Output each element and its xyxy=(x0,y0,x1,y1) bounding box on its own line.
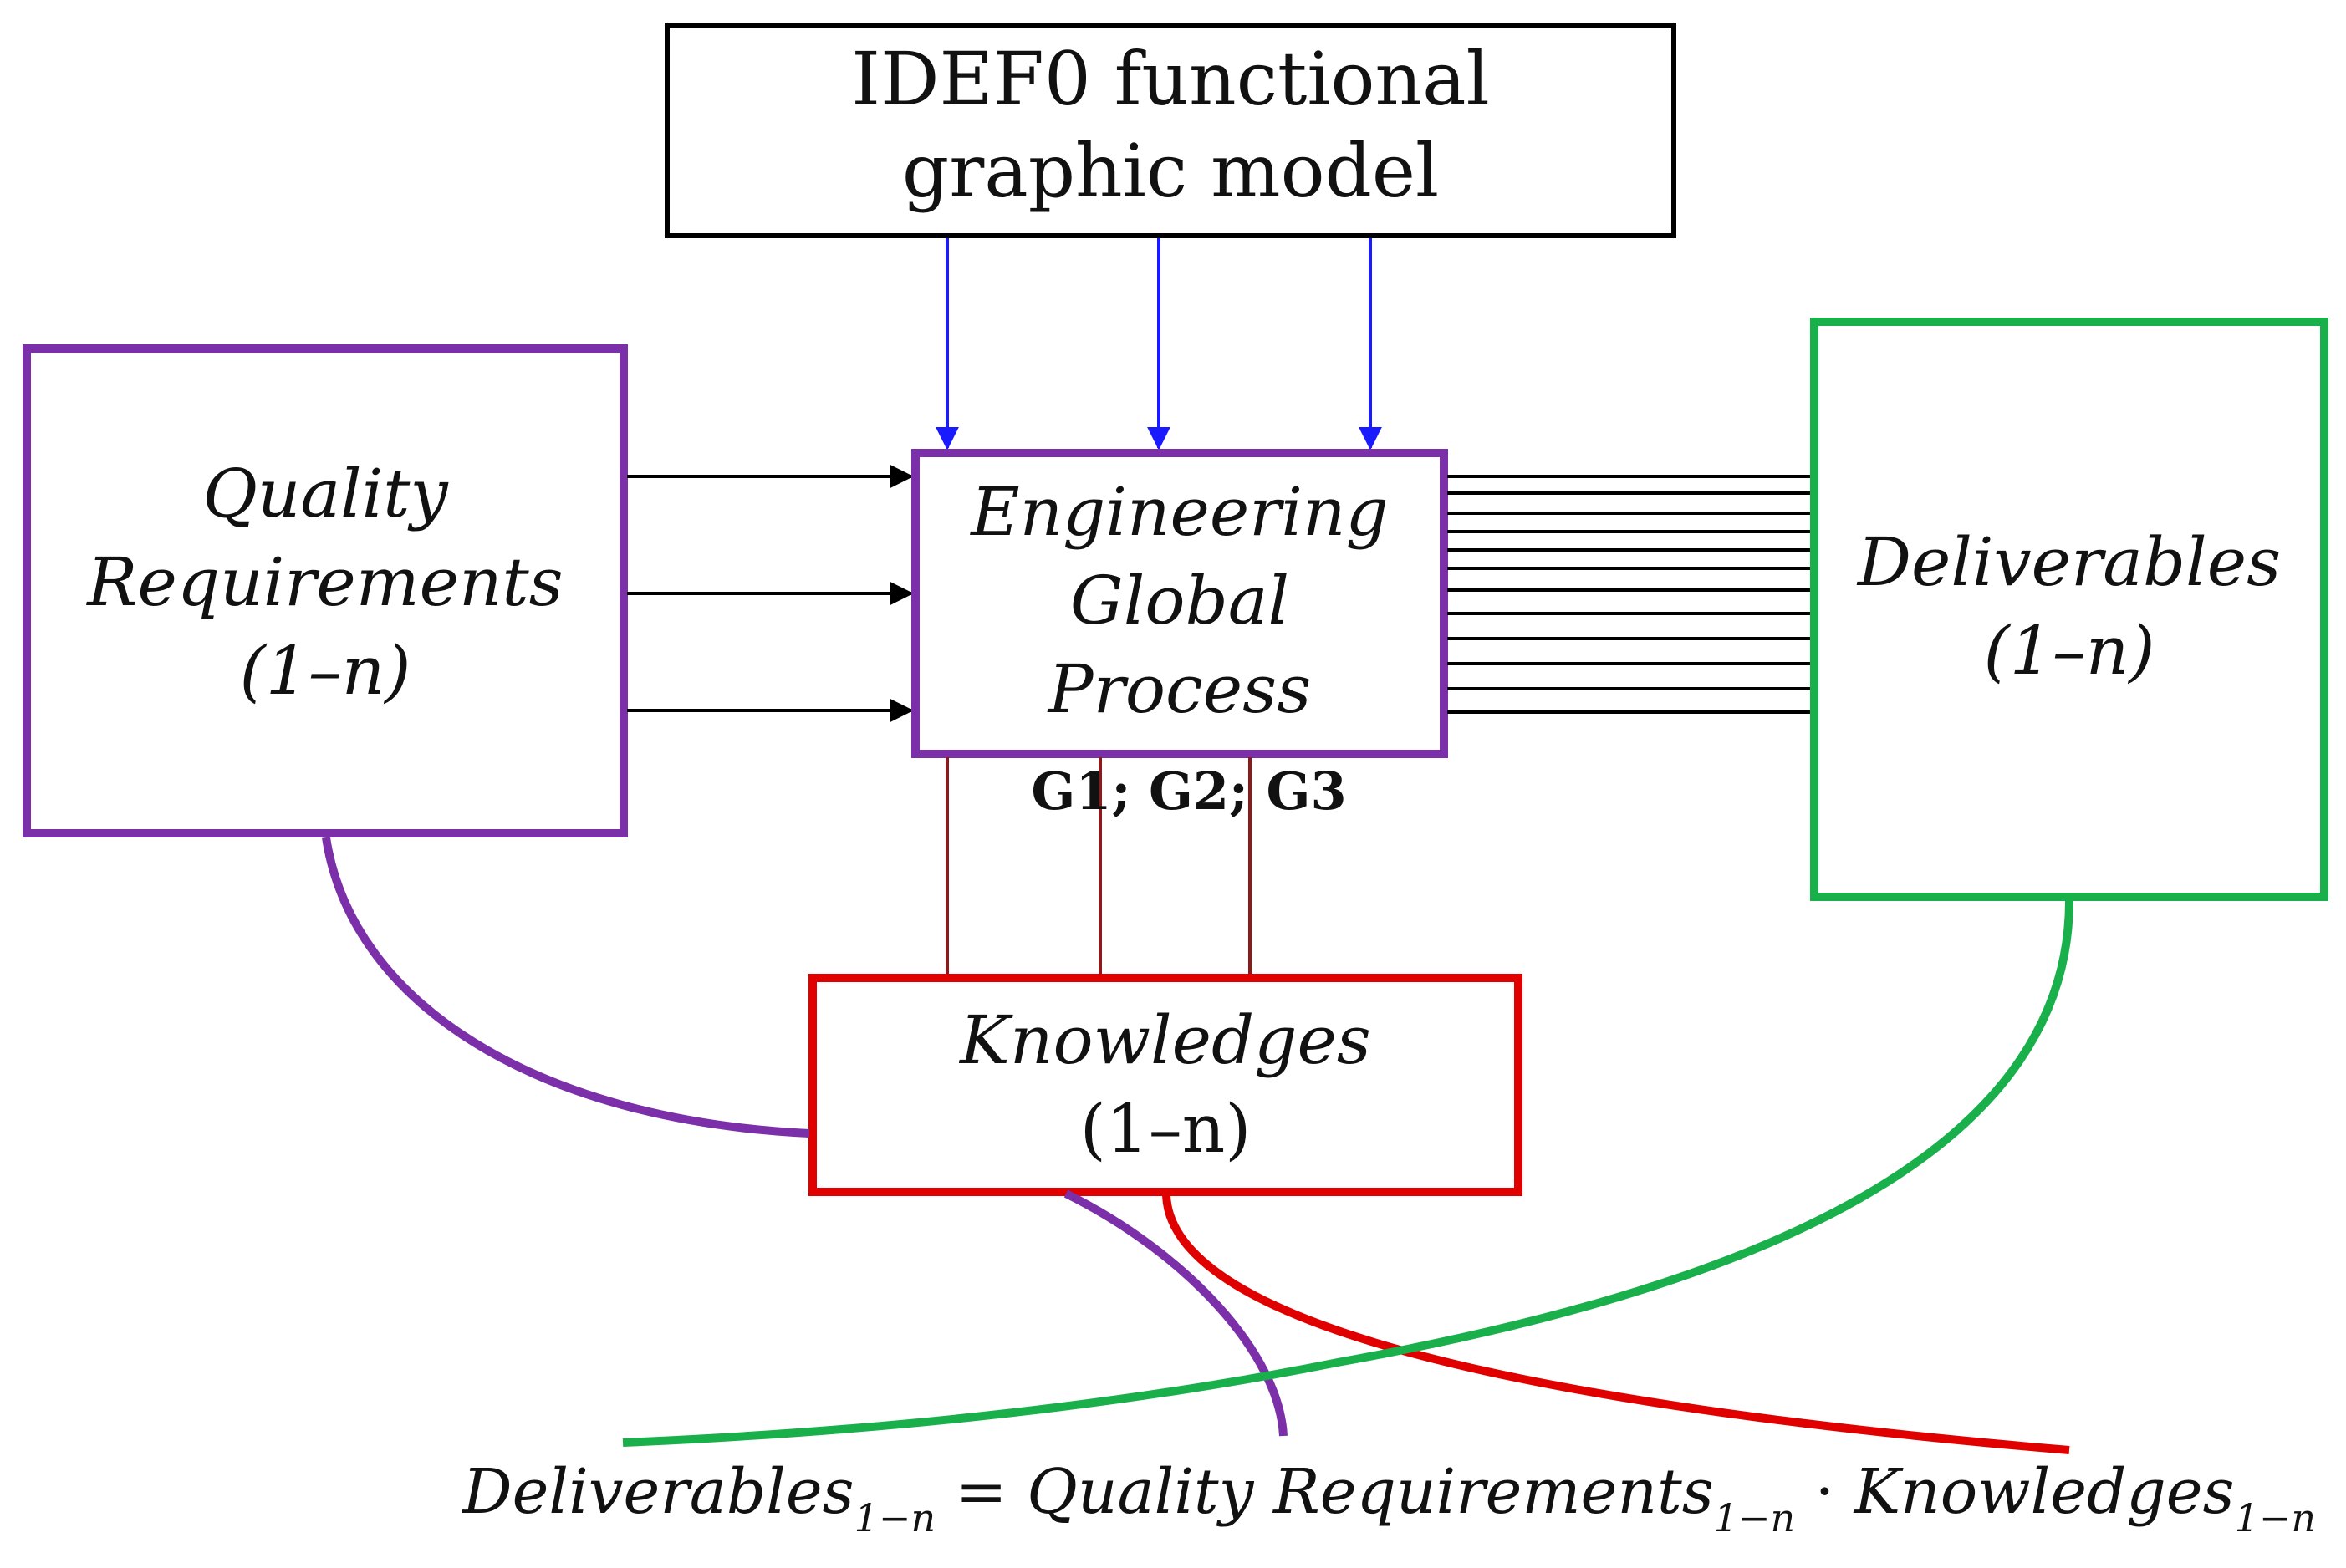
equation-lhs: Deliverables xyxy=(461,1456,854,1528)
equation-term2: Knowledges xyxy=(1853,1456,2235,1528)
process-line3: Process xyxy=(1047,650,1312,728)
equation-dot: · xyxy=(1815,1456,1835,1528)
process-line2: Global xyxy=(1070,562,1289,639)
knowledges-line2: (1–n) xyxy=(1080,1090,1252,1168)
idef0-model-title-line1: IDEF0 functional xyxy=(851,36,1490,122)
deliverables-line1: Deliverables xyxy=(1856,523,2281,601)
mechanism-lines xyxy=(946,757,1252,976)
deliverables-box: Deliverables (1–n) xyxy=(1810,318,2328,901)
quality-requirements-line3: (1–n) xyxy=(240,632,411,710)
knowledges-box: Knowledges (1–n) xyxy=(808,974,1522,1196)
process-line1: Engineering xyxy=(969,473,1389,551)
input-arrows xyxy=(627,465,914,722)
equation-equals: = xyxy=(956,1456,1007,1528)
equation-lhs-subscript: 1−n xyxy=(854,1495,936,1540)
quality-requirements-line2: Requirements xyxy=(85,543,563,621)
engineering-global-process-box: Engineering Global Process xyxy=(911,449,1448,758)
knowledges-to-equation-red-curve xyxy=(1162,1194,2070,1454)
equation: Deliverables1−n = Quality Requirements1−… xyxy=(461,1456,2316,1540)
knowledges-to-equation-purple-curve xyxy=(1063,1189,1288,1437)
idef0-model-title-line2: graphic model xyxy=(902,128,1439,214)
output-lines xyxy=(1447,475,1810,714)
deliverables-to-equation-green-curve xyxy=(622,900,2073,1447)
equation-term2-subscript: 1−n xyxy=(2235,1495,2316,1540)
deliverables-line2: (1–n) xyxy=(1984,612,2155,690)
equation-term1-subscript: 1−n xyxy=(1714,1495,1795,1540)
mechanism-label: G1; G2; G3 xyxy=(1031,761,1346,822)
quality-to-knowledges-curve xyxy=(322,837,810,1138)
idef0-model-box: IDEF0 functional graphic model xyxy=(665,23,1676,238)
equation-term1: Quality Requirements xyxy=(1027,1456,1714,1528)
quality-requirements-line1: Quality xyxy=(202,455,449,532)
quality-requirements-box: Quality Requirements (1–n) xyxy=(23,344,628,837)
control-arrows xyxy=(936,238,1382,451)
knowledges-line1: Knowledges xyxy=(958,1001,1371,1079)
